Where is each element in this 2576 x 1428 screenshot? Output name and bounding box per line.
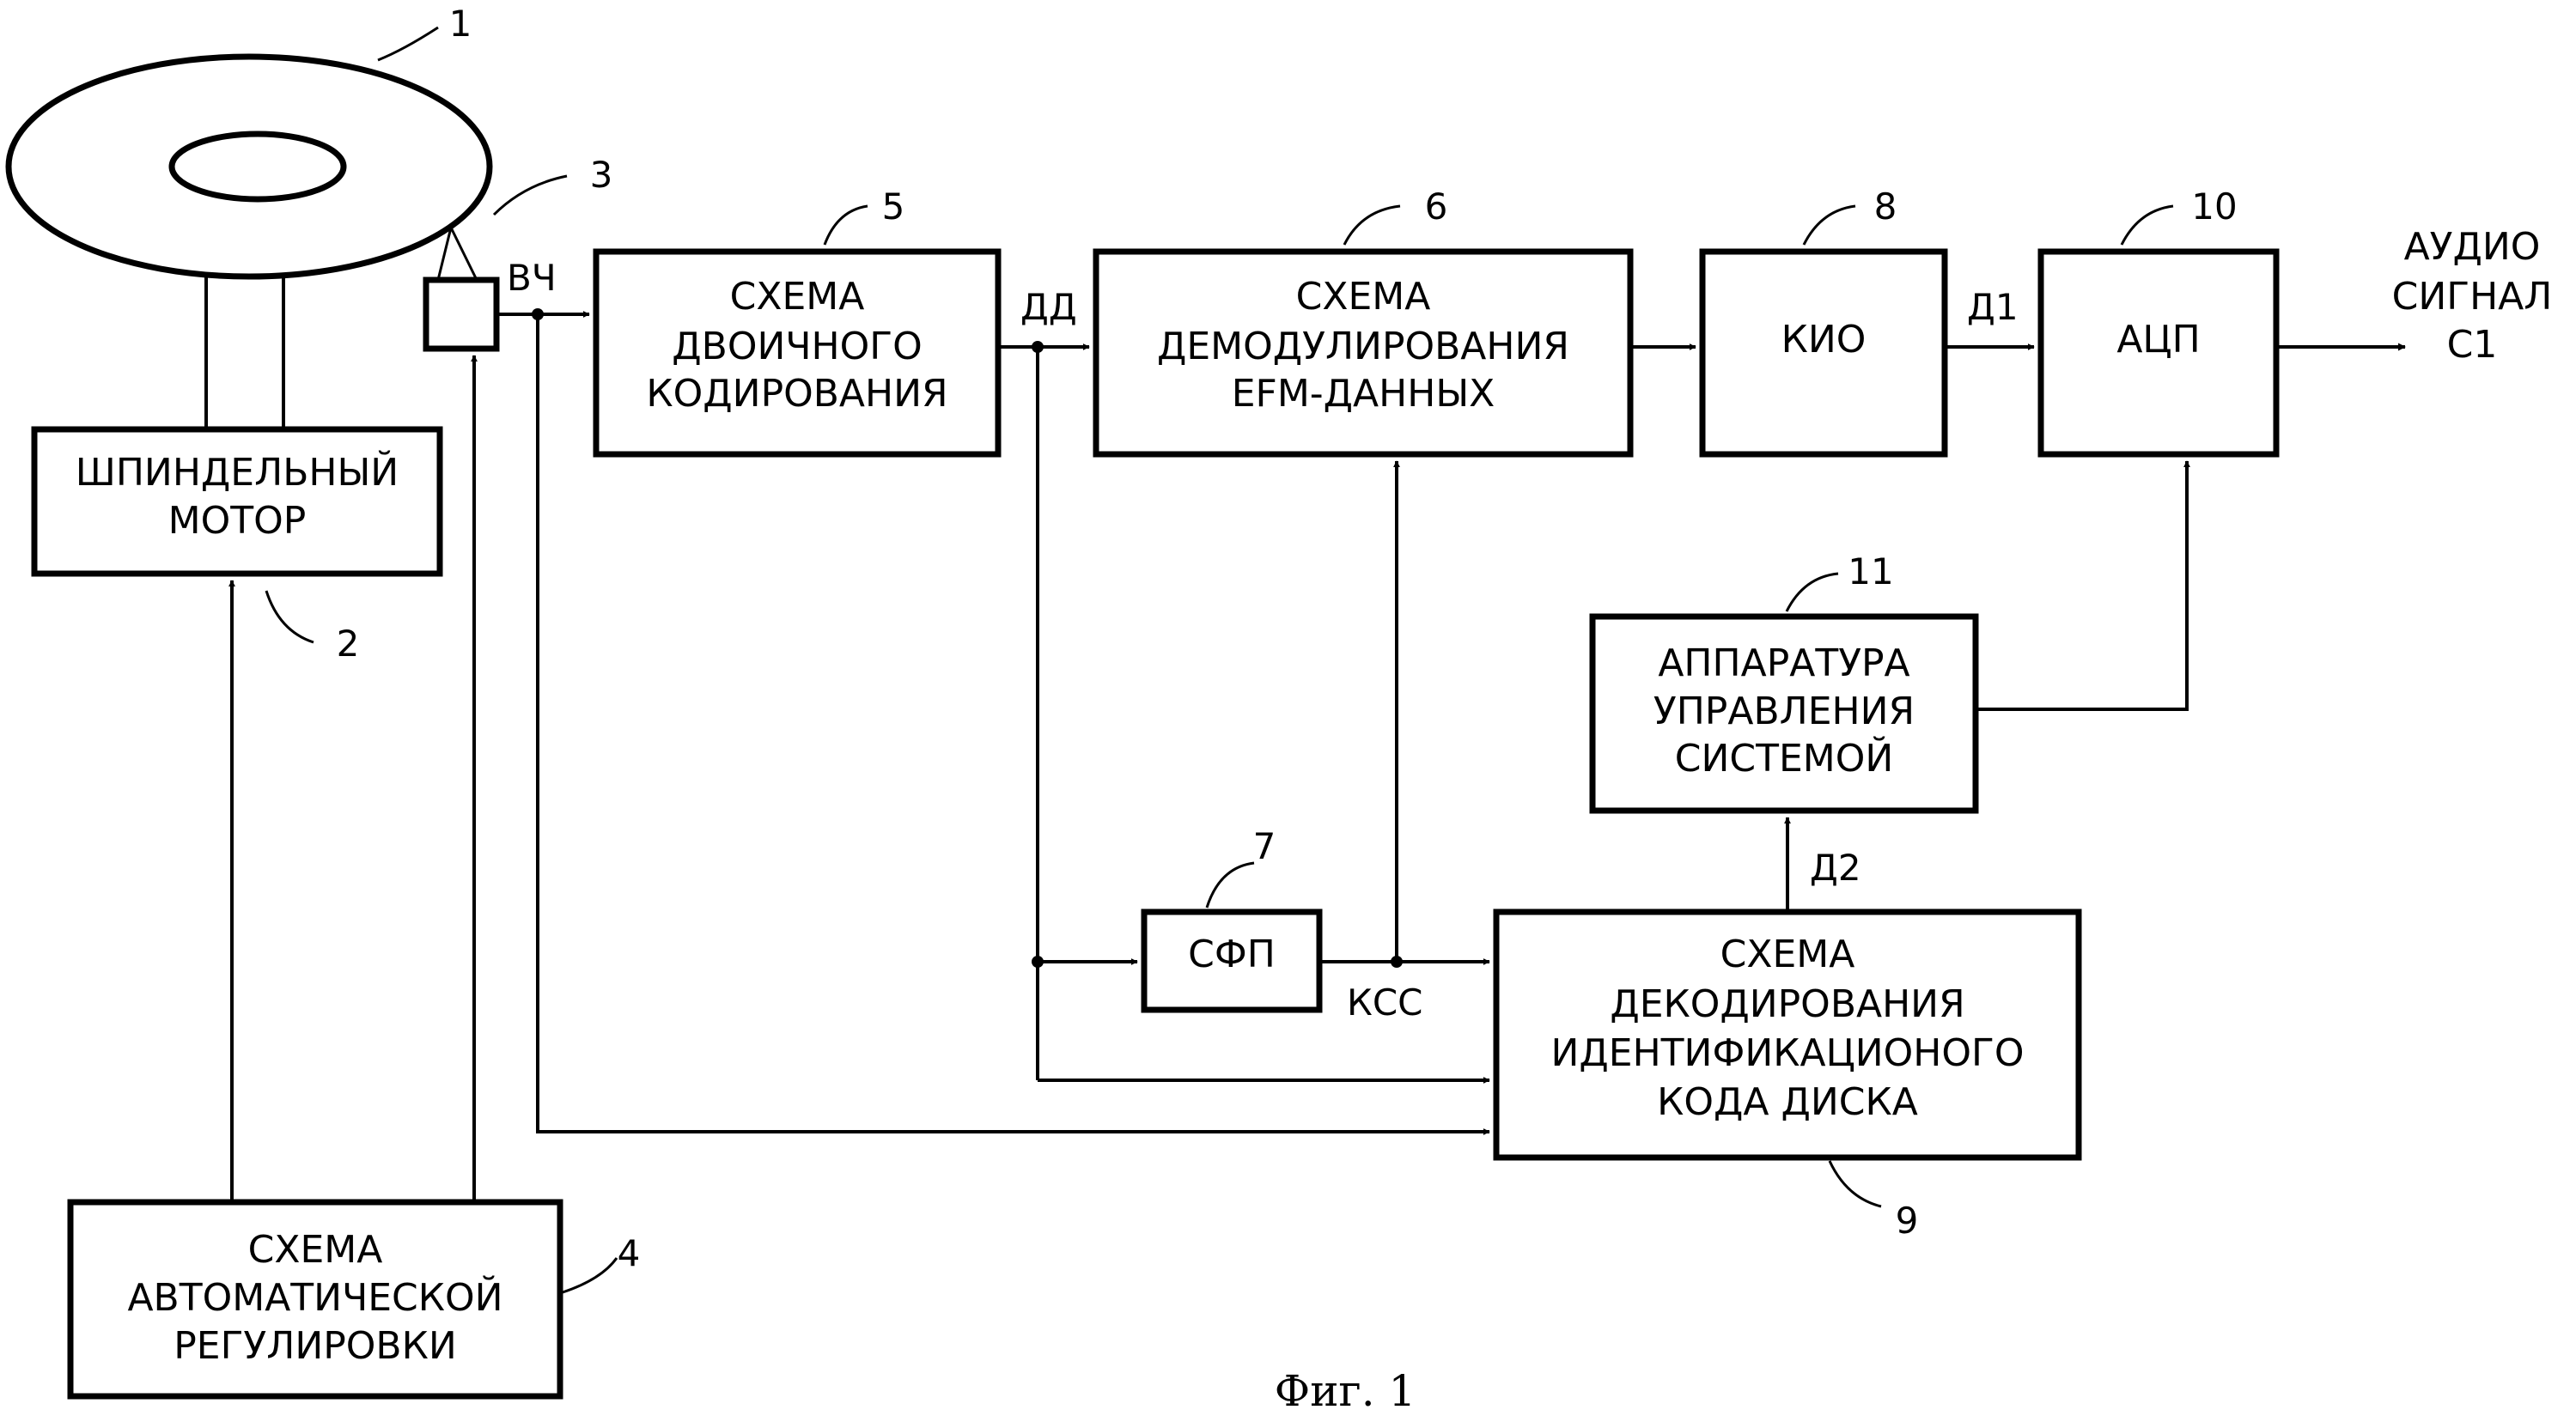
block-spindle-motor: ШПИНДЕЛЬНЫЙ МОТОР <box>31 426 443 577</box>
auto-control-number: 4 <box>618 1232 641 1274</box>
wire-system-control-to-adc <box>1976 460 2190 711</box>
signal-dd-label: ДД <box>1020 286 1077 328</box>
system-control-line-3: СИСТЕМОЙ <box>1675 735 1894 781</box>
id-decoder-number: 9 <box>1896 1200 1919 1242</box>
optical-disc <box>5 53 493 429</box>
id-decoder-line-2: ДЕКОДИРОВАНИЯ <box>1610 982 1964 1026</box>
auto-control-line-2: АВТОМАТИЧЕСКОЙ <box>127 1274 502 1320</box>
system-control-line-2: УПРАВЛЕНИЯ <box>1653 690 1915 733</box>
block-kio: КИО <box>1699 248 1948 458</box>
auto-control-line-1: СХЕМА <box>248 1228 383 1272</box>
audio-signal-line-1: АУДИО <box>2404 225 2541 269</box>
binary-coding-line-1: СХЕМА <box>730 275 865 319</box>
block-sfp: СФП <box>1141 908 1323 1013</box>
adc-leader <box>2120 204 2174 246</box>
efm-demod-line-1: СХЕМА <box>1296 275 1431 319</box>
pickup-leader <box>492 174 568 216</box>
id-decoder-leader <box>1828 1160 1882 1208</box>
efm-demod-number: 6 <box>1425 185 1448 228</box>
signal-kss-label: КСС <box>1347 981 1422 1024</box>
audio-signal-line-3: С1 <box>2447 323 2498 367</box>
sfp-leader <box>1205 861 1255 908</box>
figure-caption: Фиг. 1 <box>1275 1366 1416 1416</box>
adc-label: АЦП <box>2116 318 2200 362</box>
block-auto-control: СХЕМА АВТОМАТИЧЕСКОЙ РЕГУЛИРОВКИ <box>67 1199 563 1400</box>
adc-number: 10 <box>2191 185 2237 228</box>
disc-leader <box>377 26 439 62</box>
spindle-motor-leader <box>265 590 314 644</box>
audio-signal-line-2: СИГНАЛ <box>2392 275 2553 319</box>
efm-demod-line-2: ДЕМОДУЛИРОВАНИЯ <box>1157 325 1569 368</box>
id-decoder-line-1: СХЕМА <box>1720 933 1855 976</box>
kio-number: 8 <box>1874 185 1897 228</box>
block-efm-demod: СХЕМА ДЕМОДУЛИРОВАНИЯ EFM-ДАННЫХ <box>1093 248 1634 458</box>
binary-coding-number: 5 <box>882 185 905 228</box>
system-control-number: 11 <box>1848 550 1893 592</box>
kio-leader <box>1802 204 1856 246</box>
spindle-motor-line-1: ШПИНДЕЛЬНЫЙ <box>76 449 399 495</box>
efm-demod-line-3: EFM-ДАННЫХ <box>1232 372 1495 416</box>
id-decoder-line-4: КОДА ДИСКА <box>1657 1080 1918 1124</box>
block-binary-coding: СХЕМА ДВОИЧНОГО КОДИРОВАНИЯ <box>593 248 1002 458</box>
kio-label: КИО <box>1781 318 1867 362</box>
wire-rf-to-id-decoder <box>536 314 1490 1135</box>
block-id-decoder: СХЕМА ДЕКОДИРОВАНИЯ ИДЕНТИФИКАЦИОНОГО КО… <box>1493 908 2082 1161</box>
signal-d1-label: Д1 <box>1967 286 2019 328</box>
block-system-control: АППАРАТУРА УПРАВЛЕНИЯ СИСТЕМОЙ <box>1589 613 1979 814</box>
id-decoder-line-3: ИДЕНТИФИКАЦИОНОГО <box>1551 1031 2025 1075</box>
optical-pickup <box>423 223 500 352</box>
auto-control-leader <box>562 1257 618 1294</box>
sfp-number: 7 <box>1253 825 1276 867</box>
disc-number: 1 <box>449 3 472 45</box>
pickup-number: 3 <box>590 154 613 196</box>
sfp-label: СФП <box>1188 933 1276 976</box>
binary-coding-line-2: ДВОИЧНОГО <box>672 325 922 368</box>
signal-rf-label: ВЧ <box>507 257 557 299</box>
block-adc: АЦП <box>2037 248 2280 458</box>
system-control-leader <box>1785 572 1839 612</box>
binary-coding-leader <box>823 204 868 246</box>
auto-control-line-3: РЕГУЛИРОВКИ <box>174 1324 456 1368</box>
binary-coding-line-3: КОДИРОВАНИЯ <box>646 372 947 416</box>
spindle-motor-number: 2 <box>337 623 360 665</box>
efm-demod-leader <box>1343 204 1401 246</box>
system-control-line-1: АППАРАТУРА <box>1658 641 1909 685</box>
spindle-motor-line-2: МОТОР <box>168 499 307 543</box>
signal-d2-label: Д2 <box>1810 847 1861 889</box>
